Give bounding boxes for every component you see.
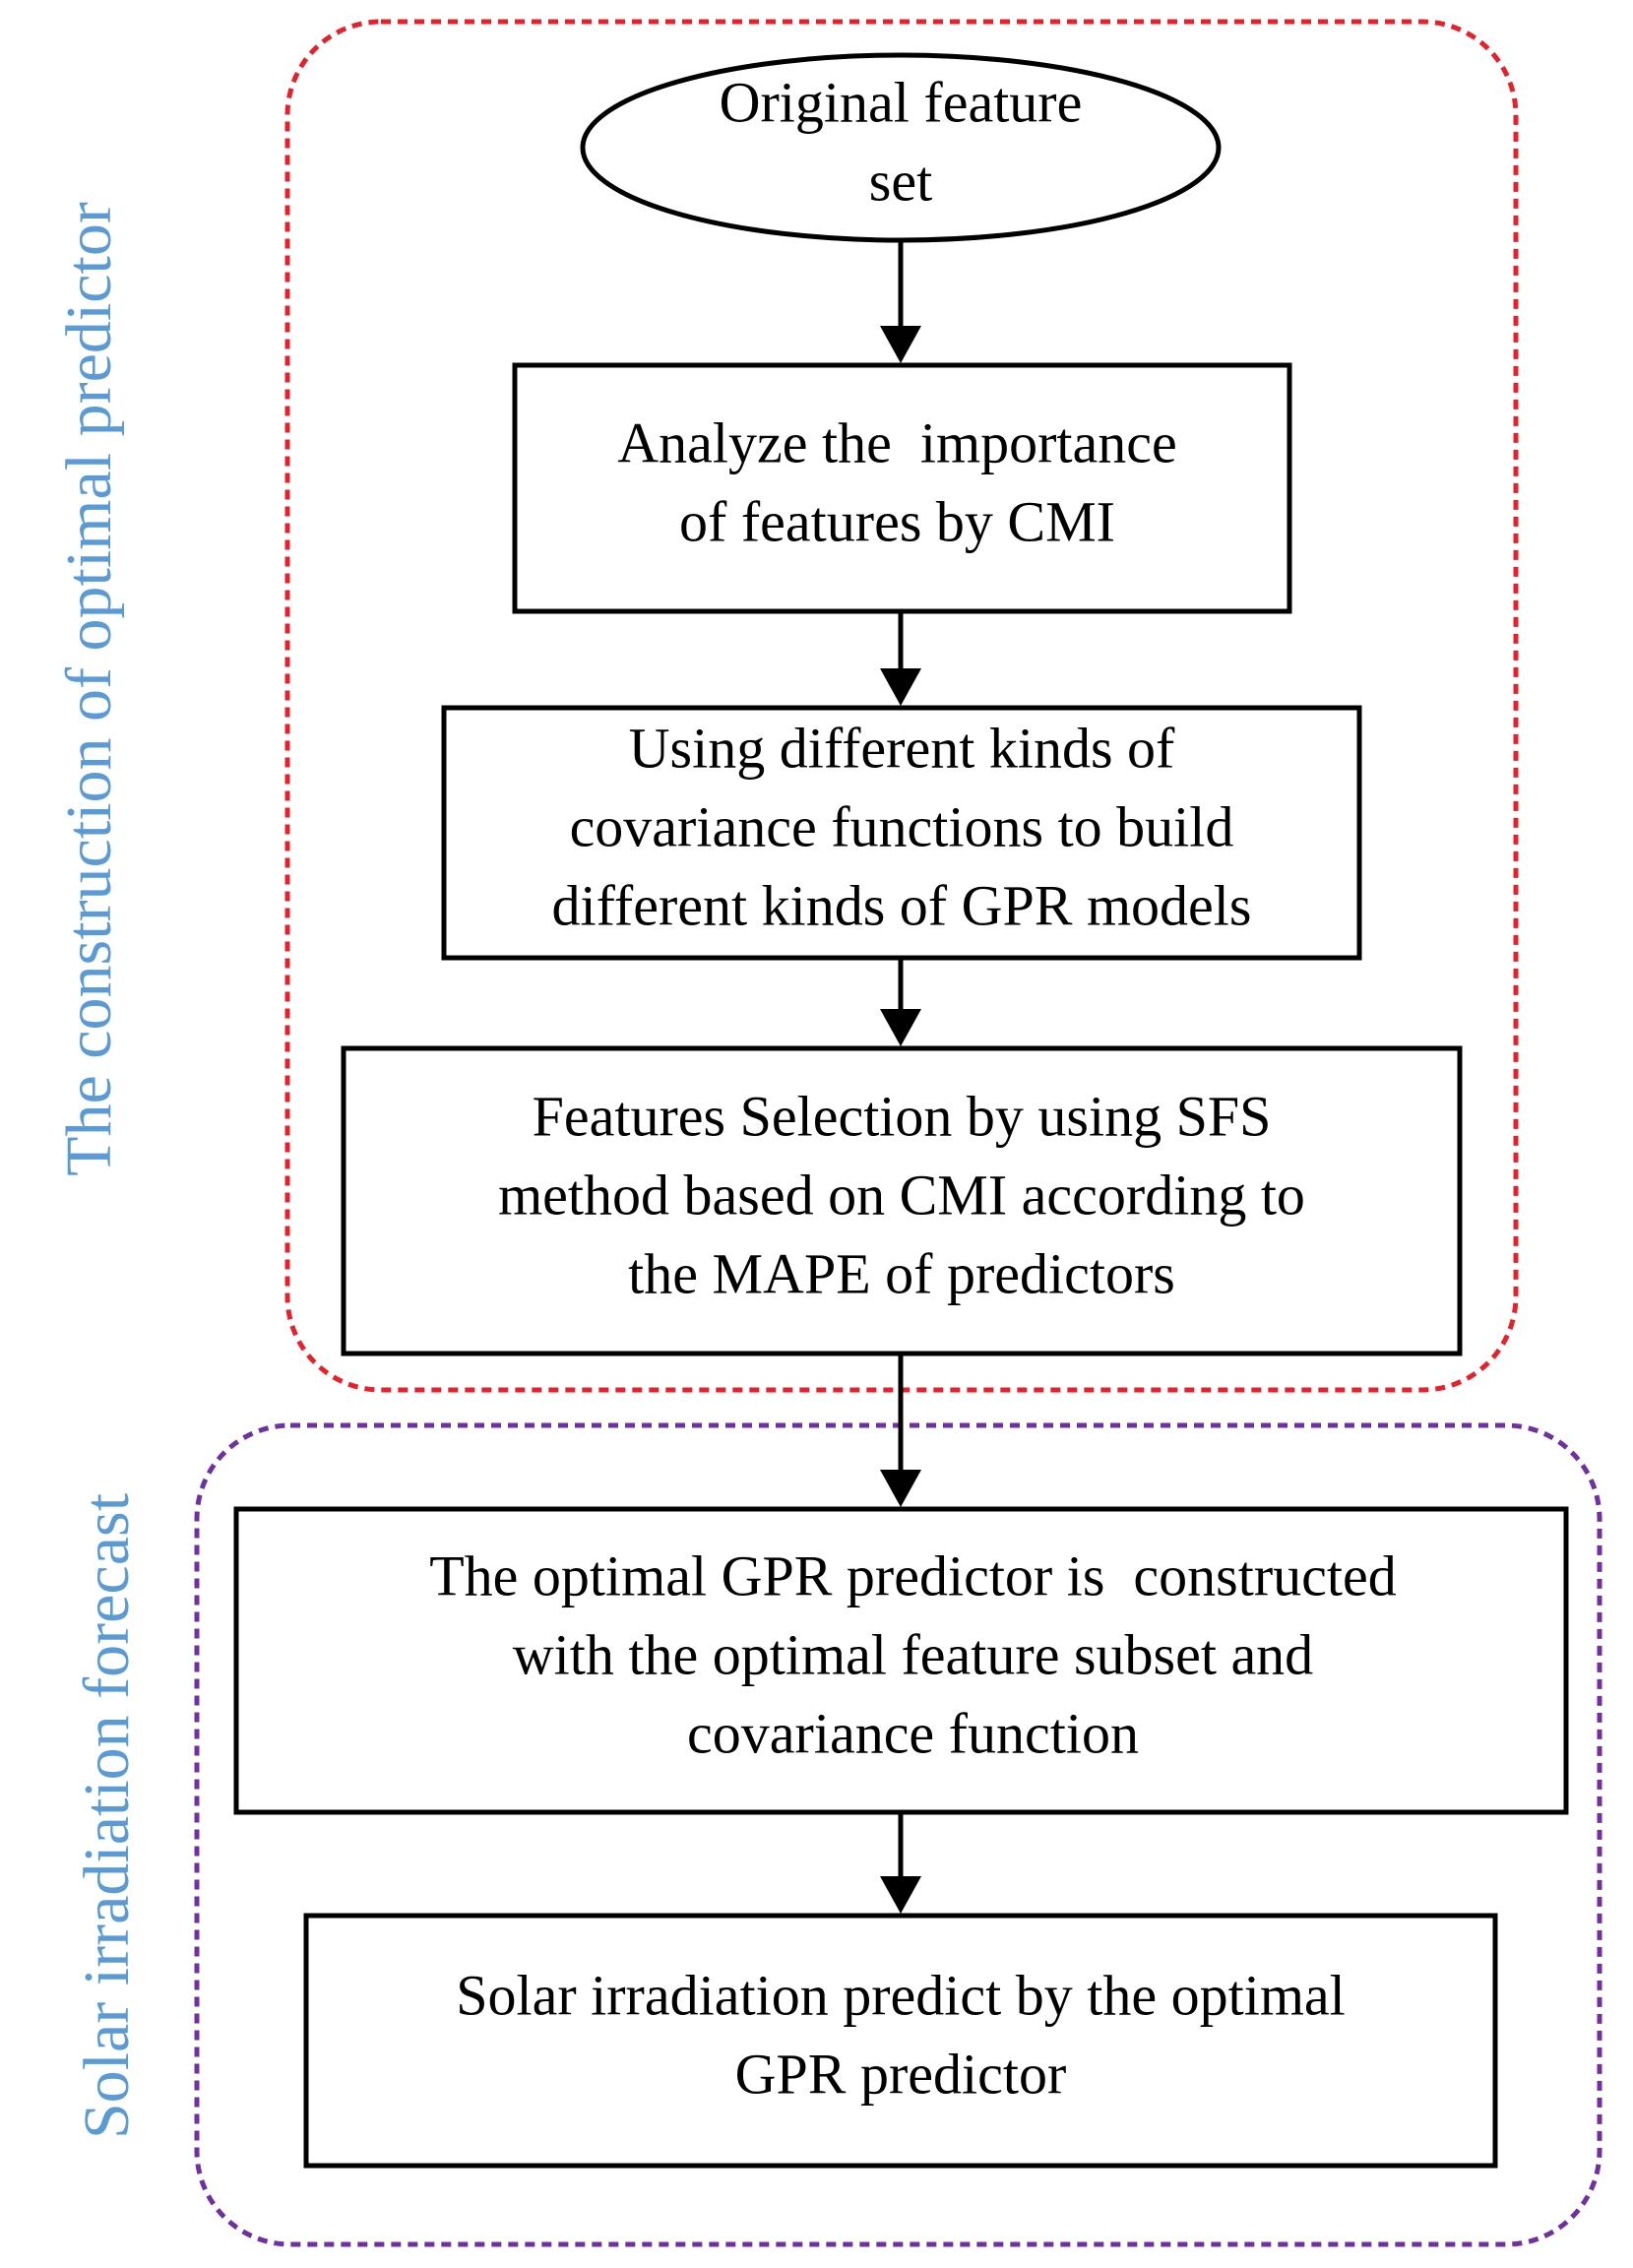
- node-original-feature-set: Original feature set: [580, 52, 1222, 243]
- covariance-functions-text-line: different kinds of GPR models: [552, 873, 1252, 937]
- analyze-importance-text-line: Analyze the importance: [617, 410, 1176, 474]
- original-feature-set-shape: [580, 52, 1222, 243]
- group-solar-forecast-label: Solar irradiation forecast: [71, 1493, 143, 2139]
- features-selection-text-line: method based on CMI according to: [498, 1163, 1305, 1227]
- node-features-selection: Features Selection by using SFS method ba…: [341, 1045, 1463, 1356]
- covariance-functions-text-line: Using different kinds of: [629, 716, 1175, 780]
- covariance-functions-text-line: covariance functions to build: [570, 794, 1234, 858]
- arrowhead-icon: [880, 326, 921, 363]
- optimal-gpr-constructed-text-line: with the optimal feature subset and: [513, 1622, 1313, 1686]
- solar-predict-shape: [303, 1913, 1498, 2169]
- node-optimal-gpr-constructed: The optimal GPR predictor is constructed…: [233, 1506, 1569, 1815]
- arrowhead-icon: [880, 1470, 921, 1507]
- arrowhead-icon: [880, 1876, 921, 1914]
- solar-predict-text-line: GPR predictor: [735, 2042, 1067, 2106]
- solar-predict-text-line: Solar irradiation predict by the optimal: [456, 1963, 1346, 2027]
- analyze-importance-text-line: of features by CMI: [679, 489, 1115, 553]
- features-selection-shape: [341, 1045, 1463, 1356]
- covariance-functions-shape: [441, 705, 1362, 961]
- arrowhead-icon: [880, 668, 921, 706]
- optimal-gpr-constructed-text-line: covariance function: [687, 1701, 1139, 1765]
- node-covariance-functions: Using different kinds of covariance funct…: [441, 705, 1362, 961]
- node-analyze-importance: Analyze the importance of features by CMI: [512, 362, 1292, 614]
- original-feature-set-text-line: Original feature: [720, 70, 1083, 134]
- original-feature-set-text-line: set: [869, 149, 932, 213]
- optimal-gpr-constructed-text-line: The optimal GPR predictor is constructed: [429, 1544, 1397, 1607]
- node-solar-predict: Solar irradiation predict by the optimal…: [303, 1913, 1498, 2169]
- optimal-gpr-constructed-shape: [233, 1506, 1569, 1815]
- group-optimal-predictor-label: The construction of optimal predictor: [53, 202, 125, 1176]
- features-selection-text-line: Features Selection by using SFS: [533, 1084, 1272, 1148]
- analyze-importance-shape: [512, 362, 1292, 614]
- arrowhead-icon: [880, 1009, 921, 1046]
- features-selection-text-line: the MAPE of predictors: [628, 1241, 1175, 1305]
